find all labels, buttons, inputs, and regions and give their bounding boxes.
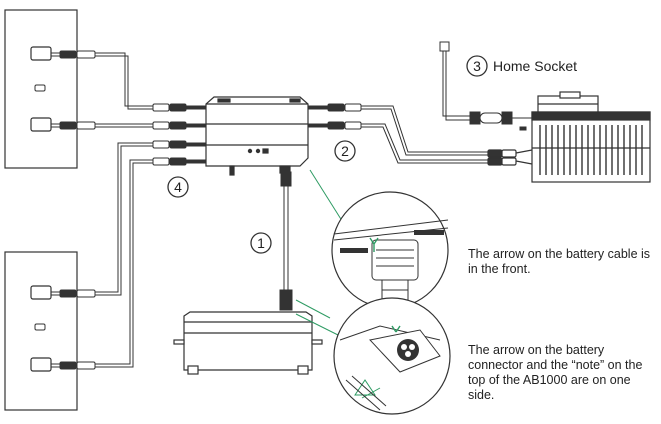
hub-input-connectors	[152, 103, 207, 166]
callout-4: 4	[167, 176, 189, 198]
micro-inverter	[487, 91, 651, 183]
pv-cables	[51, 52, 153, 368]
ac-cable	[439, 41, 532, 131]
zoom-battery-connector	[333, 297, 451, 415]
leader-lines	[295, 169, 345, 337]
hub-to-inverter-cables	[361, 105, 488, 164]
hub-device	[205, 96, 309, 176]
callout-1: 1	[250, 232, 272, 254]
callout-2: 2	[334, 140, 356, 162]
solar-panel-bottom	[4, 251, 78, 411]
callout-2-number: 2	[341, 143, 349, 159]
callout-3-number: 3	[473, 58, 481, 74]
battery-ab1000	[173, 311, 323, 375]
callout-4-number: 4	[174, 179, 182, 195]
zoom-cable-arrow	[331, 191, 449, 309]
home-socket-label: Home Socket	[493, 58, 577, 74]
note-battery-connector-arrow: The arrow on the battery connector and t…	[468, 343, 643, 402]
battery-cable	[279, 171, 293, 311]
callout-3: 3	[466, 55, 488, 77]
panel-connectors	[59, 50, 96, 370]
solar-panel-top	[4, 9, 78, 169]
hub-output-connectors	[307, 103, 362, 130]
note-battery-cable-arrow: The arrow on the battery cable is in the…	[468, 247, 651, 276]
callout-1-number: 1	[257, 235, 265, 251]
